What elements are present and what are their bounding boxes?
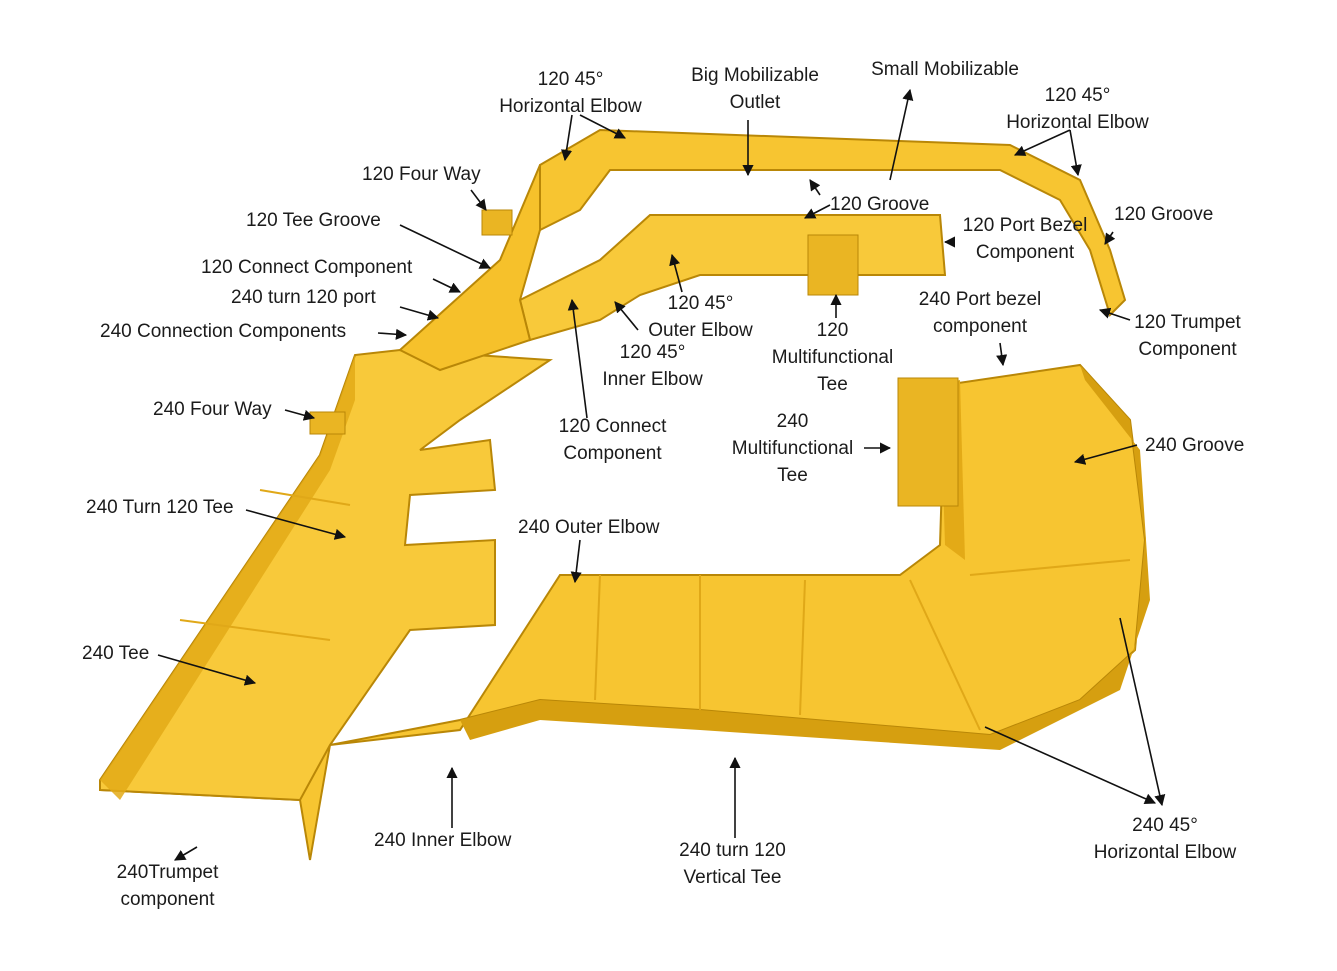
label-240-tee: 240 Tee — [82, 643, 150, 664]
label-240-45-horizontal-elbow: 240 45°Horizontal Elbow — [1093, 815, 1237, 863]
label-120-45-outer-elbow: 120 45°Outer Elbow — [648, 293, 753, 341]
label-120-tee-groove: 120 Tee Groove — [246, 210, 381, 231]
label-small-mobilizable: Small Mobilizable — [871, 59, 1019, 80]
label-120-groove-right: 120 Groove — [1114, 204, 1214, 225]
label-120-45-horizontal-elbow-top: 120 45°Horizontal Elbow — [499, 69, 642, 117]
label-120-four-way: 120 Four Way — [362, 164, 481, 185]
tray-240-four-way-stub — [309, 411, 346, 435]
label-120-groove-middle: 120 Groove — [830, 194, 930, 215]
tray-240-wall-left — [100, 355, 355, 800]
tray-240-seams — [179, 489, 1131, 731]
tray-240-wall-back — [460, 365, 1150, 750]
tray-120-multi-tee-block — [807, 234, 859, 296]
tray-240-left-run — [99, 348, 554, 802]
label-240-connection-components: 240 Connection Components — [100, 321, 347, 342]
label-240-turn-120-tee: 240 Turn 120 Tee — [86, 497, 234, 518]
tray-120-left-run — [398, 164, 541, 372]
annotation-arrows — [157, 88, 1166, 861]
tray-240-multi-tee-block — [897, 377, 959, 507]
label-120-connect-component: 120 Connect Component — [201, 257, 413, 278]
label-240-outer-elbow: 240 Outer Elbow — [518, 517, 660, 538]
label-240-turn-120-port: 240 turn 120 port — [231, 287, 376, 308]
label-240-inner-elbow: 240 Inner Elbow — [374, 830, 512, 851]
label-120-45-inner-elbow: 120 45°Inner Elbow — [602, 342, 703, 390]
label-240-groove: 240 Groove — [1145, 435, 1245, 456]
label-120-45-horizontal-elbow-right: 120 45°Horizontal Elbow — [1006, 85, 1149, 133]
tray-240-assembly — [99, 348, 1150, 861]
label-240-four-way: 240 Four Way — [153, 399, 272, 420]
tray-120-four-way-stub — [481, 209, 513, 236]
